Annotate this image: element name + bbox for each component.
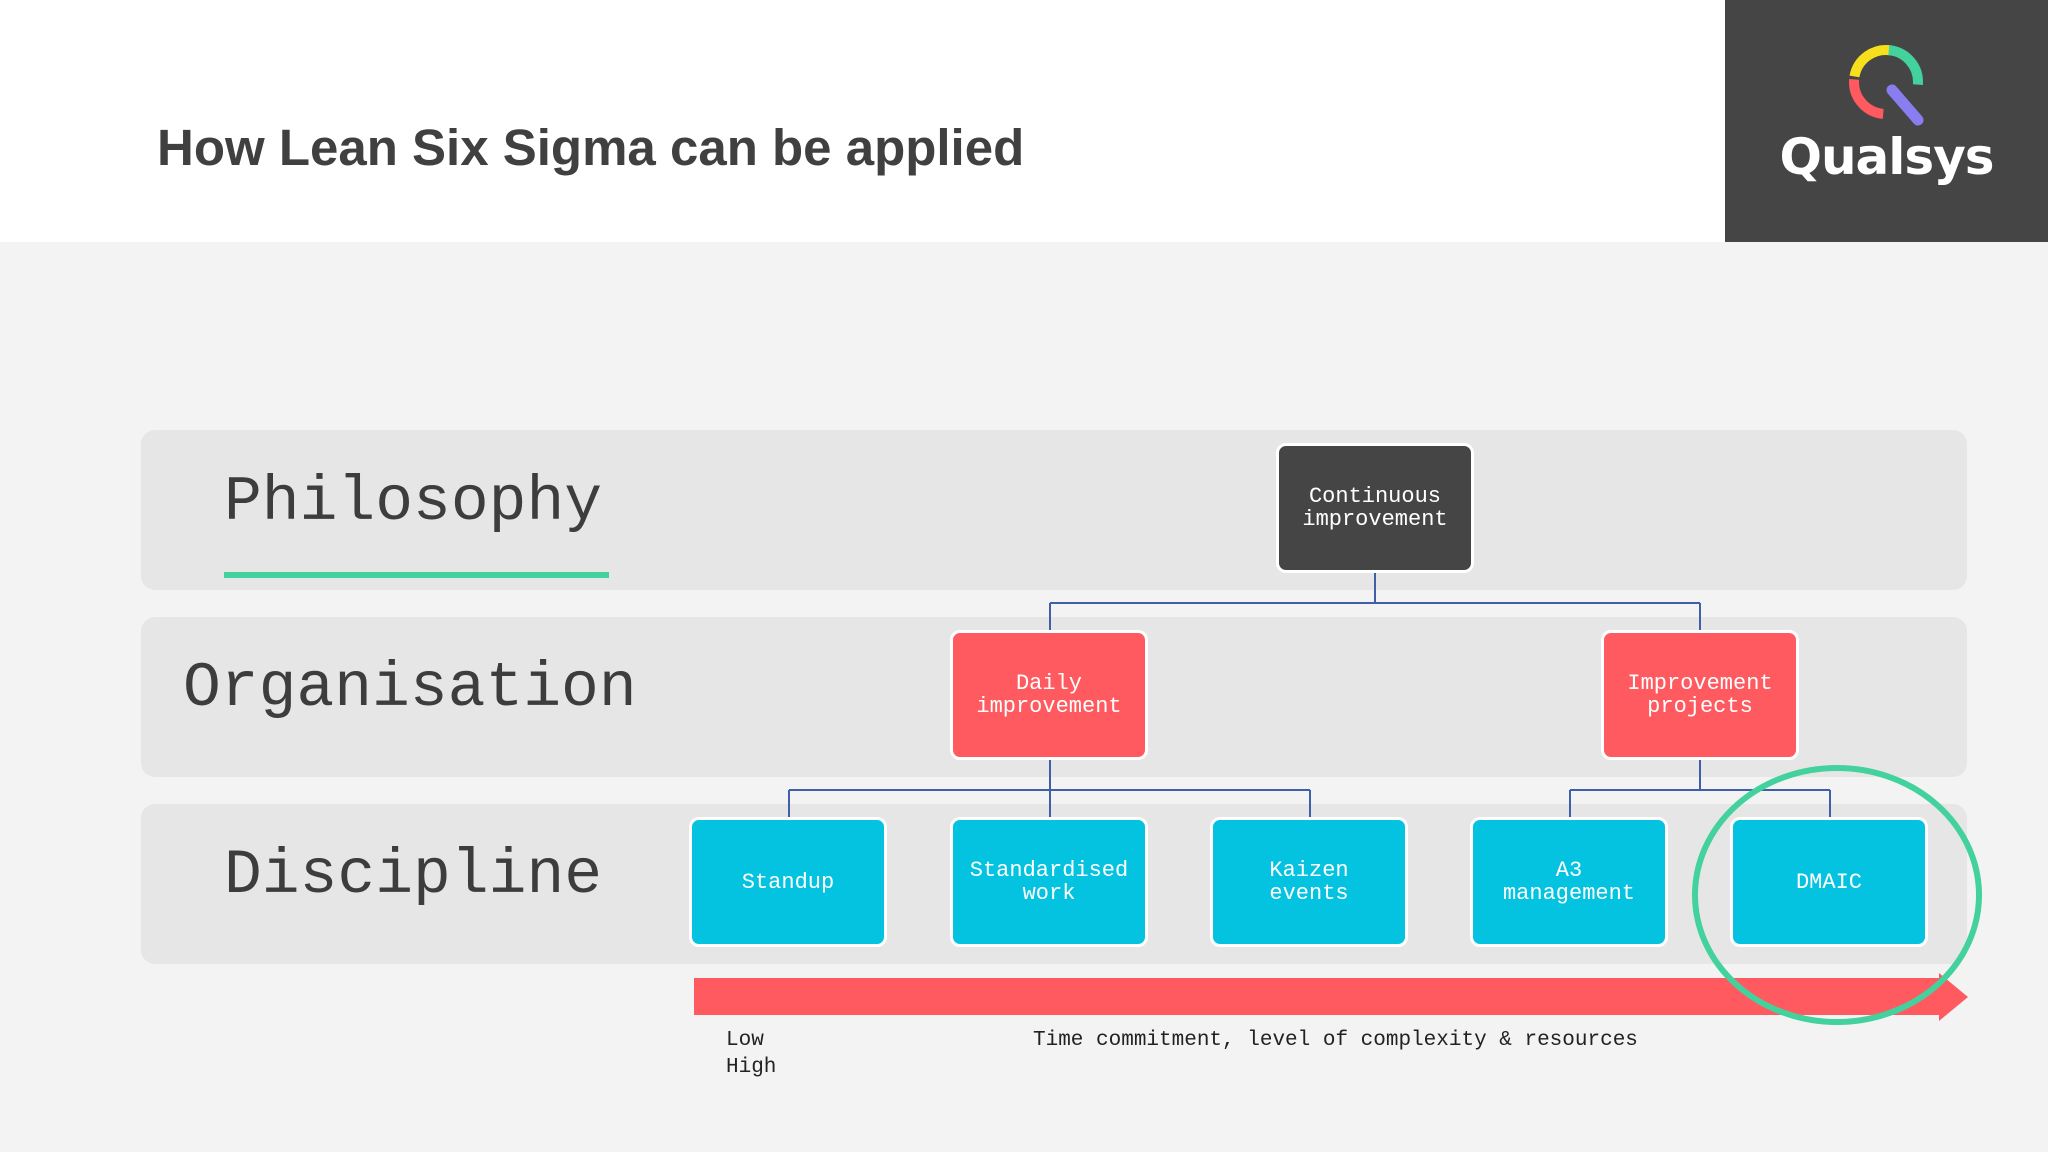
- daily-improvement-node: Daily improvement: [950, 630, 1148, 760]
- slide-header: [0, 0, 2048, 242]
- organisation-label: Organisation: [183, 653, 637, 724]
- scale-high-label: High: [726, 1056, 777, 1079]
- logo-panel: [1725, 0, 2048, 242]
- improvement-projects-node: Improvement projects: [1601, 630, 1799, 760]
- dmaic-node: DMAIC: [1730, 817, 1928, 947]
- logo-wordmark: Qualsys: [1779, 128, 1994, 186]
- philosophy-underline: [224, 572, 609, 578]
- standardised-work-node: Standardised work: [950, 817, 1148, 947]
- discipline-label: Discipline: [224, 840, 603, 911]
- slide-title: How Lean Six Sigma can be applied: [157, 119, 1025, 176]
- scale-caption: Time commitment, level of complexity & r…: [1033, 1029, 1638, 1052]
- standup-node: Standup: [689, 817, 887, 947]
- philosophy-label: Philosophy: [224, 467, 603, 538]
- a3-management-node: A3 management: [1470, 817, 1668, 947]
- continuous-improvement-node: Continuous improvement: [1276, 443, 1474, 573]
- qualsys-logo-icon: [1849, 45, 1924, 126]
- scale-arrow: [694, 973, 1968, 1021]
- philosophy-band: [141, 430, 1967, 590]
- scale-low-label: Low: [726, 1029, 764, 1052]
- kaizen-events-node: Kaizen events: [1210, 817, 1408, 947]
